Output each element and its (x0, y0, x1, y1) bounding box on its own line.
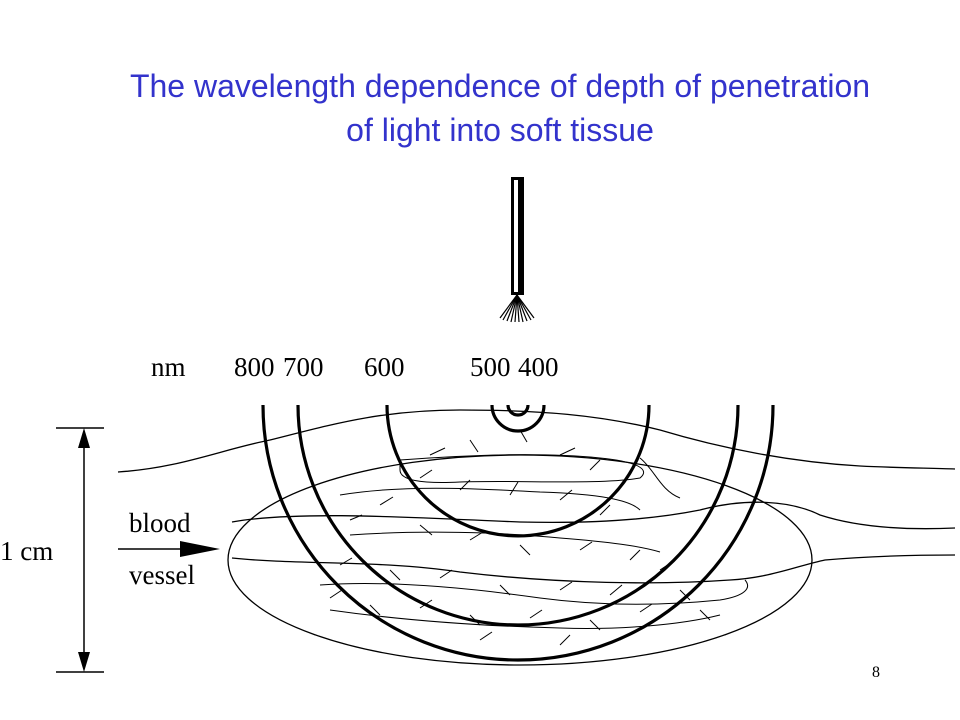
optical-fiber-icon (499, 177, 535, 323)
penetration-arc-400 (506, 404, 530, 417)
penetration-arc-500 (490, 404, 546, 433)
slide-title-line-1: The wavelength dependence of depth of pe… (129, 68, 871, 104)
wavelength-label-400: 400 (518, 352, 559, 382)
penetration-arc-800 (261, 404, 775, 662)
double-arrow-icon (56, 427, 104, 673)
scale-label: 1 cm (0, 536, 53, 566)
penetration-arcs (261, 404, 775, 662)
vessel-label-line-2: vessel (129, 560, 195, 590)
wavelength-unit-label: nm (151, 352, 186, 382)
wavelength-label-700: 700 (283, 352, 324, 382)
wavelength-label-600: 600 (364, 352, 405, 382)
tissue-strands (319, 454, 749, 629)
vessel-label-line-1: blood (129, 508, 191, 538)
page-number: 8 (872, 664, 880, 681)
blood-vessel (231, 501, 956, 584)
slide-title-line-2: of light into soft tissue (346, 112, 654, 148)
wavelength-label-500: 500 (470, 352, 511, 382)
penetration-arc-600 (385, 404, 651, 538)
tissue-outline (117, 409, 956, 666)
wavelength-label-800: 800 (234, 352, 275, 382)
slide-title: The wavelength dependence of depth of pe… (40, 64, 960, 152)
flow-arrow-icon (118, 541, 220, 557)
tissue-fibers (329, 429, 711, 646)
penetration-arc-700 (296, 404, 740, 627)
